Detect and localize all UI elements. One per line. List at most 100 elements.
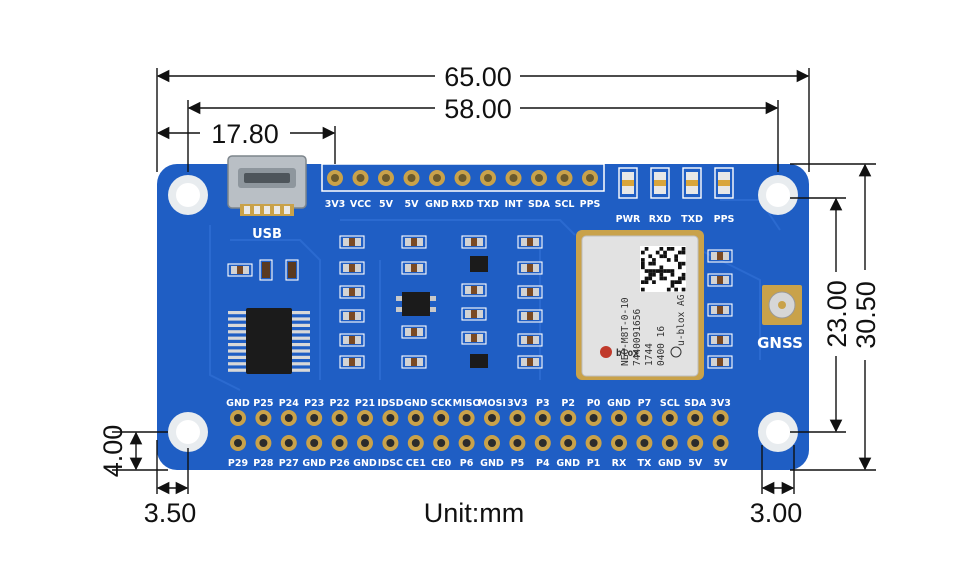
gpio-pin [560,435,577,451]
gpio-bottom-label: GND [302,458,326,469]
gpio-pin [433,435,450,451]
header-label: TXD [477,199,499,210]
gpio-pin [509,435,526,451]
module-maker: u-blox AG [676,294,687,346]
gpio-bottom-label: P26 [330,458,351,469]
gpio-pin [357,410,373,426]
module-serial: 7440091656 [632,309,643,366]
mounting-hole-bottom-left [168,412,208,452]
smd-part [461,307,487,321]
dim-hole-vertical-span: 23.00 [822,280,852,348]
led-rxd [650,167,670,199]
gpio-top-label: 3V3 [710,398,731,409]
gpio-pin [534,410,551,426]
gpio-top-label: P25 [253,398,273,409]
gpio-bottom-label: CE1 [406,458,426,469]
mounting-hole-top-left [168,175,208,215]
led-pps [714,167,734,199]
gpio-pin [585,410,602,426]
smd-components [227,235,733,369]
module-code2: 0400 16 [656,326,667,366]
gpio-bottom-label: RX [612,458,627,469]
led-pwr [618,167,638,199]
header-pin [403,170,420,186]
gpio-top-label: MOSI [478,398,506,409]
smd-part [461,331,487,345]
header-label: PPS [580,199,601,210]
dim-hole-span: 58.00 [444,94,512,124]
gpio-pin [331,435,348,451]
gpio-pin [433,410,450,426]
smd-part [339,309,365,323]
gpio-pin [636,435,653,451]
gpio-pin [484,435,500,451]
gpio-pin [661,410,678,426]
dim-usb-offset: 17.80 [211,119,279,149]
transistor-chip [470,256,488,368]
gpio-top-label: GND [404,398,428,409]
smd-part [707,333,733,347]
gpio-bottom-label: 5V [714,458,729,469]
gpio-pin [458,410,475,426]
copyright-icon [670,346,682,358]
header-label: SDA [528,199,551,210]
gpio-pin [407,435,424,451]
header-pin [454,170,471,186]
header-pin [556,170,573,186]
gpio-pin [636,410,653,426]
qr-code [640,246,686,292]
header-label: 3V3 [325,199,346,210]
smd-part [401,355,427,369]
gpio-pin [712,410,729,426]
gpio-pin [407,410,424,426]
gpio-bottom-label: GND [556,458,580,469]
smd-part [227,263,253,277]
gpio-pin [280,435,297,451]
header-pin [505,170,522,186]
gpio-top-label: GND [226,398,250,409]
gpio-bottom-label: P5 [511,458,525,469]
smd-part [517,261,543,275]
gnss-label: GNSS [757,334,803,352]
header-label: RXD [451,199,474,210]
led-label: PPS [714,214,735,225]
smd-part [461,235,487,249]
gpio-pin [484,410,500,426]
header-pin [352,170,369,186]
ublox-logo-icon [600,346,612,358]
gpio-pin [458,435,475,451]
module-model: NEO-M8T-0-10 [620,297,631,366]
module-code1: 1744 [644,343,655,366]
gpio-top-label: IDSD [377,398,403,409]
header-pin [531,170,547,186]
usb-uart-chip [228,308,310,374]
gpio-pin [255,410,272,426]
gpio-bottom-label: P1 [587,458,601,469]
led-label: PWR [616,214,641,225]
gnss-module: blox NEO-M8T-0-10 7440091656 1744 0400 1… [576,230,704,380]
header-label: 5V [405,199,420,210]
gpio-pin [611,435,627,451]
smd-part [401,261,427,275]
module-brand: blox [616,348,639,359]
gpio-header [230,410,729,451]
gpio-top-label: P21 [355,398,375,409]
header-label: GND [425,199,449,210]
gpio-top-label: P7 [638,398,652,409]
gpio-pin [534,435,551,451]
gpio-top-label: SDA [684,398,707,409]
top-pin-header [321,163,605,192]
gpio-pin [611,410,627,426]
gpio-top-label: P2 [561,398,575,409]
gpio-pin [331,410,348,426]
gpio-top-label: SCL [660,398,680,409]
mounting-holes [168,175,798,452]
header-label: SCL [555,199,575,210]
dim-hole-edge-bottom: 4.00 [98,425,128,478]
regulator-chip [396,292,436,316]
smd-part [285,259,299,281]
